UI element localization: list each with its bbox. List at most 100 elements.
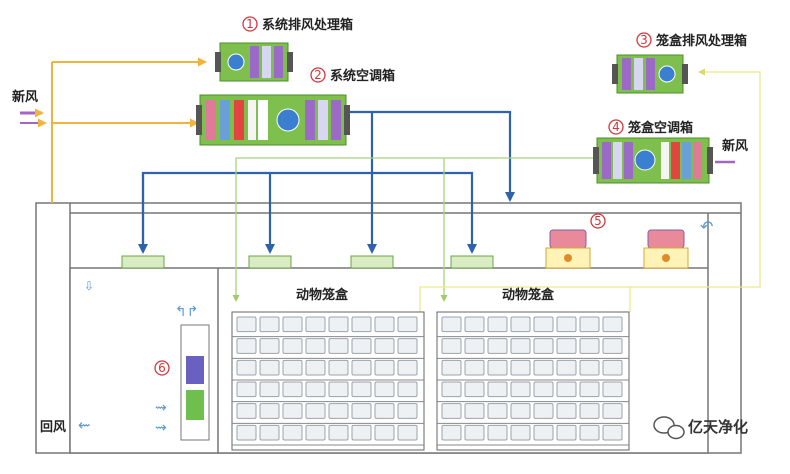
cage-box xyxy=(305,359,326,376)
cage-box xyxy=(305,403,326,419)
exhaust-fan-number: 5 xyxy=(590,213,606,229)
cage-box xyxy=(351,424,372,441)
cage-box xyxy=(441,359,462,376)
svg-text:系统空调箱: 系统空调箱 xyxy=(330,68,395,84)
airflow-down-icon: ⇩ xyxy=(84,279,94,293)
svg-text:1: 1 xyxy=(246,17,254,31)
cage-box xyxy=(351,403,372,419)
airflow-curl-icon: ↶ xyxy=(700,217,713,236)
cage-box xyxy=(374,381,395,398)
cage-box xyxy=(510,424,531,441)
cage-box xyxy=(236,338,257,354)
cage-box xyxy=(259,359,280,376)
cage-box xyxy=(556,316,577,333)
cage-box xyxy=(259,316,280,333)
cage-box xyxy=(441,316,462,333)
return-air-label: 回风 xyxy=(40,420,66,435)
cage-box xyxy=(328,381,349,398)
cage-box xyxy=(579,403,600,419)
cage-box xyxy=(236,424,257,441)
cage-box xyxy=(305,316,326,333)
cage-box xyxy=(510,381,531,398)
cage-box xyxy=(236,403,257,419)
cage-box xyxy=(374,424,395,441)
airflow-up-icon: ↰↱ xyxy=(175,304,198,320)
cage-box xyxy=(579,316,600,333)
cage-box xyxy=(236,359,257,376)
exhaust-fan-units xyxy=(545,229,689,269)
animal-cage-label-1: 动物笼盒 xyxy=(296,287,349,303)
cage-box xyxy=(397,338,418,354)
cage-box xyxy=(579,381,600,398)
cage-box xyxy=(236,381,257,398)
cage-box xyxy=(259,338,280,354)
cage-box xyxy=(510,316,531,333)
cage-box xyxy=(464,316,485,333)
cage-box xyxy=(602,381,623,398)
cage-box xyxy=(397,403,418,419)
cage-box xyxy=(556,424,577,441)
cage-box xyxy=(441,338,462,354)
cage-box xyxy=(351,381,372,398)
cage-box xyxy=(441,424,462,441)
cage-lines xyxy=(419,68,761,312)
cage-box xyxy=(259,424,280,441)
cage-box xyxy=(328,316,349,333)
cage-box xyxy=(374,316,395,333)
cage-rack-1 xyxy=(231,311,425,451)
cage-box xyxy=(602,316,623,333)
svg-text:2: 2 xyxy=(314,68,322,82)
cage-box xyxy=(464,381,485,398)
cage-box xyxy=(579,359,600,376)
svg-text:笼盒排风处理箱: 笼盒排风处理箱 xyxy=(655,33,747,49)
cage-box xyxy=(602,359,623,376)
cage-box xyxy=(487,381,508,398)
recirculation-number: 6 xyxy=(154,360,170,376)
cage-box xyxy=(487,316,508,333)
system-exhaust-title: 1 系统排风处理箱 xyxy=(242,16,353,33)
cage-box xyxy=(374,338,395,354)
svg-text:4: 4 xyxy=(612,120,620,134)
cage-box xyxy=(579,424,600,441)
system-ahu-unit xyxy=(196,94,350,146)
cage-box xyxy=(441,381,462,398)
svg-text:5: 5 xyxy=(594,214,602,228)
exhaust-fan xyxy=(643,229,689,269)
exhaust-lines xyxy=(232,157,598,302)
cage-box xyxy=(441,403,462,419)
airflow-return-icon: ⇜ xyxy=(78,416,91,434)
cage-box xyxy=(282,381,303,398)
cage-box xyxy=(282,424,303,441)
cage-box xyxy=(282,316,303,333)
svg-text:笼盒空调箱: 笼盒空调箱 xyxy=(627,120,693,136)
cage-box xyxy=(397,359,418,376)
cage-box xyxy=(464,424,485,441)
cage-box xyxy=(351,338,372,354)
cage-box xyxy=(351,359,372,376)
cage-box xyxy=(533,338,554,354)
cage-box xyxy=(464,359,485,376)
cage-box xyxy=(556,338,577,354)
cage-box xyxy=(579,338,600,354)
cage-exhaust-title: 3 笼盒排风处理箱 xyxy=(636,32,747,49)
cage-box xyxy=(282,338,303,354)
cage-box xyxy=(464,338,485,354)
wechat-icon xyxy=(653,416,685,440)
cage-box xyxy=(374,359,395,376)
cage-box xyxy=(259,381,280,398)
supply-diffuser xyxy=(248,255,292,269)
cage-box xyxy=(282,359,303,376)
cage-box xyxy=(328,338,349,354)
fresh-air-right-label: 新风 xyxy=(722,138,748,154)
cage-box xyxy=(533,403,554,419)
cage-box xyxy=(305,381,326,398)
supply-air-lines xyxy=(138,110,515,254)
supply-diffuser xyxy=(450,255,494,269)
supply-diffuser xyxy=(350,255,394,269)
cage-box xyxy=(533,424,554,441)
svg-text:系统排风处理箱: 系统排风处理箱 xyxy=(262,17,353,33)
cage-box xyxy=(282,403,303,419)
cage-box xyxy=(487,403,508,419)
supply-diffusers xyxy=(121,255,494,269)
